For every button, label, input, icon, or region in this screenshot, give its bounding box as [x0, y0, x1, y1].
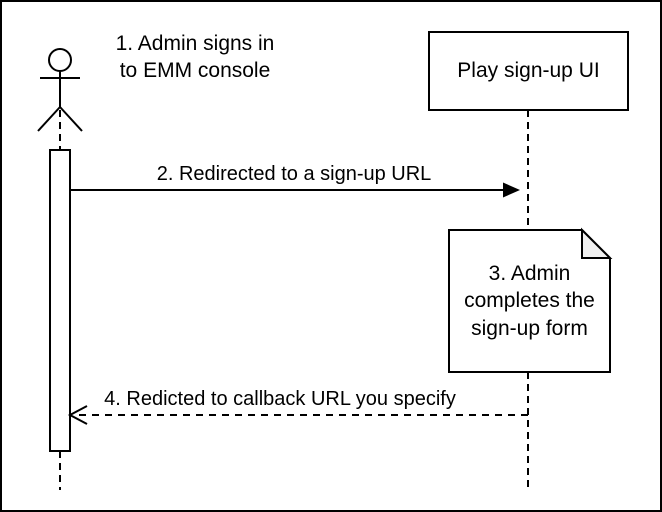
open-arrowhead-icon	[67, 405, 88, 425]
actor-head	[48, 48, 72, 72]
filled-arrowhead-icon	[503, 182, 520, 198]
note-fold-corner-icon	[581, 227, 613, 259]
admin-activation-bar	[49, 149, 71, 452]
note-shape	[448, 227, 613, 373]
actor-right-leg	[59, 106, 83, 132]
note-body	[448, 229, 611, 373]
note-label-line1: 3. Admin	[488, 261, 571, 285]
note-label-line2: completes the	[464, 289, 595, 313]
actor-left-leg	[37, 106, 61, 132]
note-label: 3. Admin completes the sign-up form	[449, 230, 610, 372]
message-2-arrow	[70, 182, 520, 198]
participant-label: Play sign-up UI	[457, 59, 600, 82]
actor-icon	[37, 48, 83, 132]
message-4-arrow	[67, 405, 528, 425]
note-label-line3: sign-up form	[471, 316, 588, 340]
message-1-label: 1. Admin signs in to EMM console	[95, 30, 295, 84]
participant-box	[428, 31, 629, 111]
message-2-label: 2. Redirected to a sign-up URL	[156, 163, 432, 185]
message-4-label: 4. Redicted to callback URL you specify	[104, 388, 456, 410]
message-1-label-line1: 1. Admin signs in	[115, 32, 275, 55]
message-1-label-line2: to EMM console	[119, 59, 271, 82]
